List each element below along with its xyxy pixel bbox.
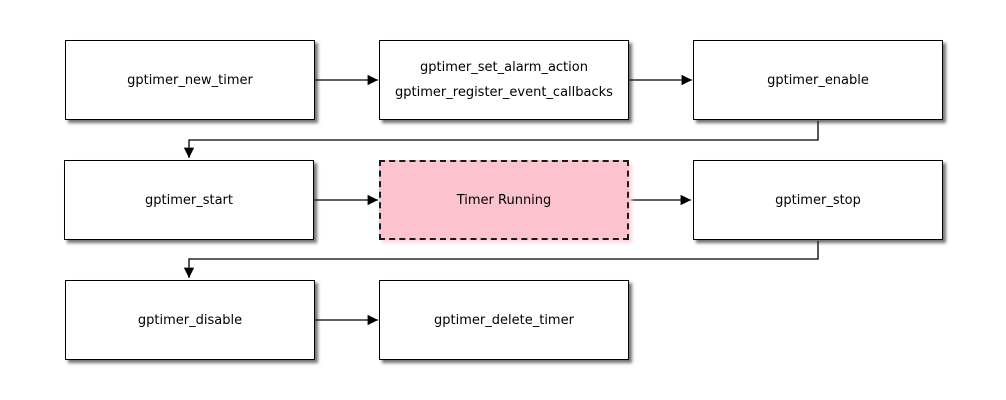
node-timer-running: Timer Running bbox=[379, 160, 629, 240]
node-label: gptimer_disable bbox=[137, 312, 243, 328]
node-label-line-1: gptimer_set_alarm_action bbox=[420, 60, 588, 75]
node-gptimer-new-timer: gptimer_new_timer bbox=[65, 40, 315, 120]
node-gptimer-delete-timer: gptimer_delete_timer bbox=[379, 280, 629, 360]
connector-enable-to-start bbox=[183, 121, 819, 158]
node-label: gptimer_new_timer bbox=[127, 72, 253, 88]
node-gptimer-configure: gptimer_set_alarm_action gptimer_registe… bbox=[379, 40, 629, 120]
node-label: gptimer_delete_timer bbox=[434, 312, 574, 328]
node-label: gptimer_start bbox=[145, 192, 233, 208]
node-gptimer-stop: gptimer_stop bbox=[693, 160, 943, 240]
node-label: Timer Running bbox=[456, 192, 552, 208]
node-gptimer-enable: gptimer_enable bbox=[693, 40, 943, 120]
node-label-line-2: gptimer_register_event_callbacks bbox=[395, 85, 613, 100]
node-label: gptimer_enable bbox=[767, 72, 869, 88]
connector-stop-to-disable bbox=[183, 241, 819, 278]
node-gptimer-start: gptimer_start bbox=[64, 160, 314, 240]
node-gptimer-disable: gptimer_disable bbox=[65, 280, 315, 360]
node-label: gptimer_stop bbox=[775, 192, 861, 208]
